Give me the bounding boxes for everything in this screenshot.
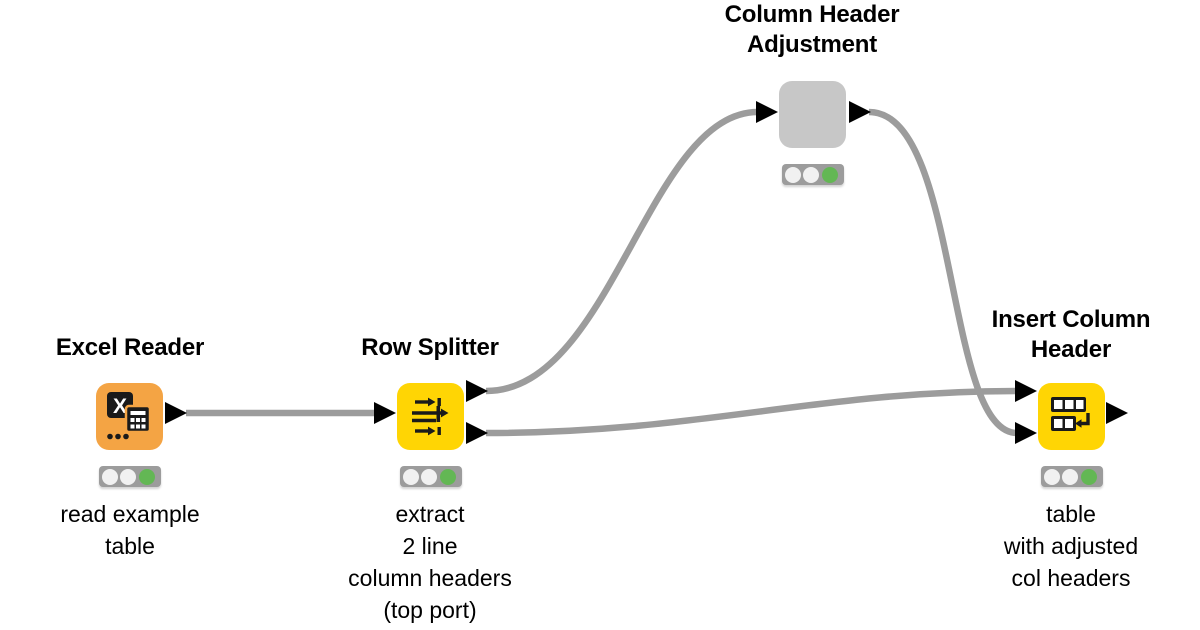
output-port-top-row-splitter[interactable] bbox=[466, 380, 488, 402]
output-port-bottom-row-splitter[interactable] bbox=[466, 422, 488, 444]
output-port-excel-reader[interactable] bbox=[165, 402, 187, 424]
traffic-light-excel-reader bbox=[99, 466, 161, 487]
light-executed bbox=[1080, 468, 1097, 485]
light-idle bbox=[402, 468, 419, 485]
traffic-light-insert-column-header bbox=[1041, 466, 1103, 487]
input-port-bottom-insert-column-header[interactable] bbox=[1015, 422, 1037, 444]
input-port-column-header-adjustment[interactable] bbox=[756, 101, 778, 123]
light-queued bbox=[1062, 468, 1078, 485]
node-column-header-adjustment[interactable] bbox=[779, 81, 846, 148]
connection-rowsplitter-top-to-columnheaderadjustment[interactable] bbox=[485, 108, 759, 395]
light-executed bbox=[138, 468, 155, 485]
node-title-insert-column-header: Insert Column Header bbox=[991, 306, 1151, 363]
input-port-row-splitter[interactable] bbox=[374, 402, 396, 424]
output-port-insert-column-header[interactable] bbox=[1106, 402, 1128, 424]
light-executed bbox=[439, 468, 456, 485]
light-idle bbox=[784, 166, 801, 183]
light-queued bbox=[421, 468, 437, 485]
insert-column-header-table-icon bbox=[1051, 397, 1090, 431]
node-insert-column-header[interactable] bbox=[1038, 383, 1105, 450]
light-executed bbox=[821, 166, 838, 183]
node-title-excel-reader: Excel Reader bbox=[55, 334, 205, 361]
traffic-light-column-header-adjustment bbox=[782, 164, 844, 185]
row-splitter-arrows-icon bbox=[412, 397, 449, 436]
traffic-light-row-splitter bbox=[400, 466, 462, 487]
light-idle bbox=[1043, 468, 1060, 485]
node-excel-reader[interactable]: X bbox=[96, 383, 163, 450]
light-queued bbox=[120, 468, 136, 485]
node-title-row-splitter: Row Splitter bbox=[361, 334, 499, 361]
node-comment-excel-reader: read example table bbox=[60, 501, 200, 559]
connection-rowsplitter-bottom-to-insertcolumnheader-top[interactable] bbox=[485, 387, 1018, 437]
light-queued bbox=[803, 166, 819, 183]
light-idle bbox=[101, 468, 118, 485]
node-comment-row-splitter: extract 2 line column headers (top port) bbox=[348, 501, 512, 623]
svg-text:X: X bbox=[113, 395, 127, 418]
output-port-column-header-adjustment[interactable] bbox=[849, 101, 871, 123]
connection-columnheaderadjustment-to-insertcolumnheader-bottom[interactable] bbox=[868, 108, 1018, 437]
node-row-splitter[interactable] bbox=[397, 383, 464, 450]
excel-table-icon: X bbox=[107, 392, 152, 440]
node-comment-insert-column-header: table with adjusted col headers bbox=[1003, 501, 1139, 591]
node-title-column-header-adjustment: Column Header Adjustment bbox=[724, 1, 900, 58]
input-port-top-insert-column-header[interactable] bbox=[1015, 380, 1037, 402]
